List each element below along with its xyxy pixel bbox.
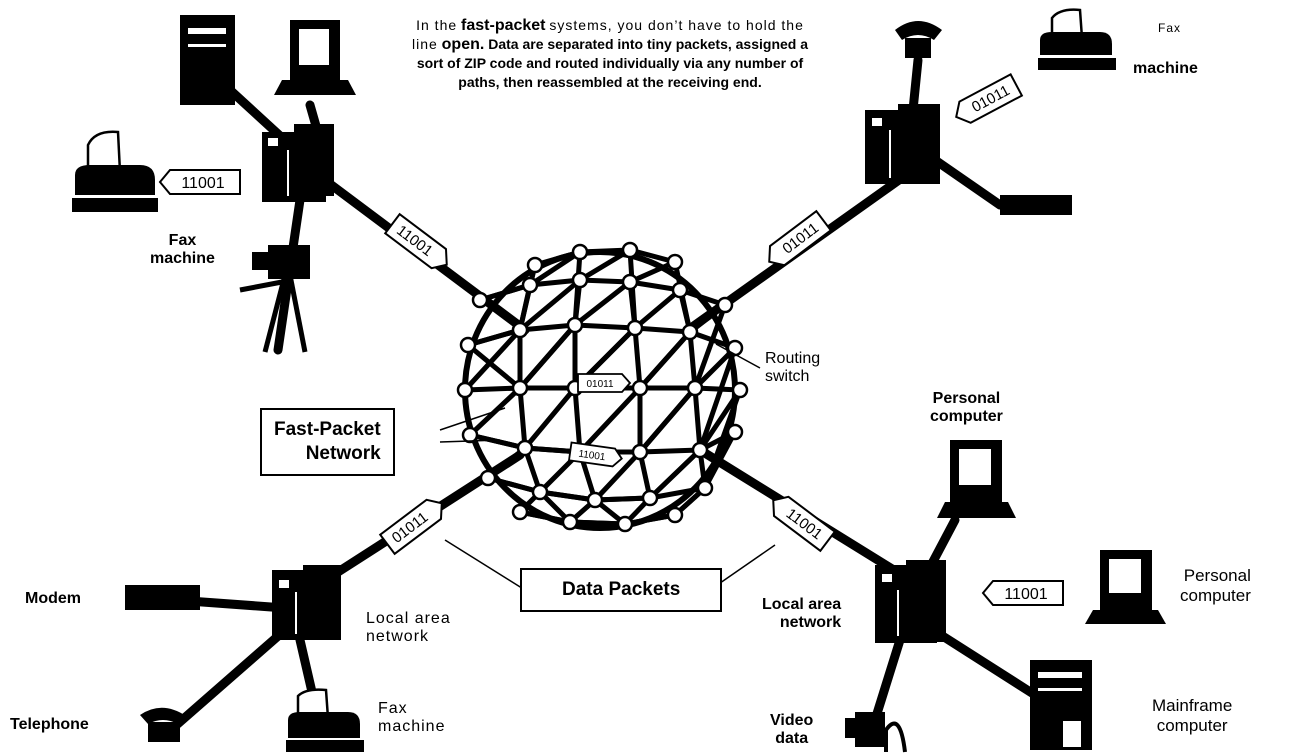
router-bottom-right — [875, 560, 946, 643]
label-telephone: Telephone — [10, 716, 89, 733]
monitor-icon-upper-right — [937, 440, 1016, 518]
label-lan-right: Local area network — [762, 596, 842, 632]
packet-tag-text: 11001 — [1004, 586, 1047, 603]
label-lan-left: Local area network — [366, 610, 451, 646]
label-fax-bottom: Fax machine — [378, 700, 446, 736]
packet-tag-text: 11001 — [578, 449, 607, 464]
label-fax-top-left: Fax machine — [150, 232, 215, 268]
fax-icon-bottom — [286, 688, 364, 752]
packet-tag-sphere-center: 01011 — [577, 373, 632, 393]
label-video-data: Video data — [770, 712, 814, 748]
label-network-line2: Network — [305, 443, 381, 464]
label-mainframe: Mainframe computer — [1152, 696, 1233, 735]
packet-tag-bottom-right-line: 11001 — [772, 495, 837, 553]
packet-tag-bottom-left-line: 01011 — [378, 498, 443, 556]
caption-text: In the fast-packet systems, you don’t ha… — [405, 16, 815, 92]
packet-tag-text: 01011 — [586, 379, 614, 390]
packet-tag-right-pc: 11001 — [981, 580, 1064, 606]
label-routing-switch: Routing switch — [765, 350, 821, 386]
caption-part: open. — [441, 36, 485, 53]
label-fast-packet-network: Fast-Packet Network — [260, 408, 395, 476]
label-fax-top-right-2: machine — [1133, 60, 1198, 77]
monitor-icon-top-left — [274, 20, 356, 95]
label-pc-upper-right: Personal computer — [930, 390, 1003, 426]
packet-tag-top-left-line: 11001 — [383, 212, 448, 270]
label-pc-right: Personal computer — [1180, 566, 1251, 605]
label-fax-top-right-1: Fax — [1158, 21, 1182, 35]
packet-tag-text: 11001 — [181, 175, 224, 192]
label-network-line1: Fast-Packet — [274, 419, 381, 440]
caption-part: fast-packet — [461, 17, 546, 34]
label-modem: Modem — [25, 590, 81, 607]
video-camera-icon — [239, 245, 310, 353]
mainframe-icon — [1030, 660, 1092, 750]
caption-part: Data are separated into tiny packets, as… — [416, 36, 809, 90]
monitor-icon-right — [1085, 550, 1166, 624]
server-icon — [180, 15, 235, 105]
fax-icon-top-left — [72, 130, 158, 212]
video-data-icon — [845, 712, 907, 753]
caption-part: systems, you don’t have to hold the line — [411, 17, 804, 52]
packet-tag-sphere-lower: 11001 — [567, 441, 623, 468]
packet-tag-top-right-line: 01011 — [768, 209, 833, 267]
connection-lines — [160, 55, 1040, 740]
telephone-icon-top-right — [895, 21, 942, 58]
router-top-right — [865, 104, 940, 184]
modem-icon-top-right — [1000, 195, 1072, 215]
telephone-icon — [140, 707, 186, 742]
label-data-packets: Data Packets — [520, 568, 723, 612]
caption-part: In the — [416, 17, 458, 33]
fax-icon-top-right — [1038, 8, 1116, 70]
packet-tag-top-right-mid: 01011 — [955, 73, 1024, 124]
packet-tag-top-left-fax: 11001 — [158, 169, 241, 195]
sphere-nodes — [456, 241, 749, 533]
router-top-left — [262, 124, 334, 202]
modem-icon — [125, 585, 200, 610]
router-bottom-left — [272, 565, 341, 640]
